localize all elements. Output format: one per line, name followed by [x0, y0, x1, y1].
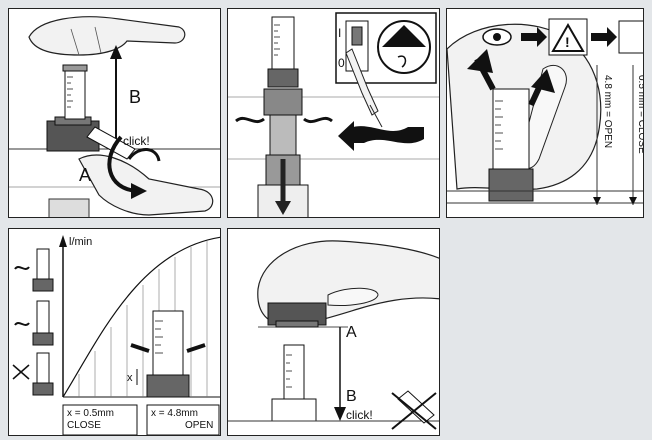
click-label: click!	[346, 408, 373, 422]
click-label: click!	[123, 134, 150, 148]
open-dimension-label: 4.8 mm = OPEN	[602, 75, 613, 148]
close-dimension-label: 0.5 mm = CLOSE	[636, 75, 644, 154]
gauge-stage-2	[15, 301, 53, 345]
close-box-state: CLOSE	[67, 421, 101, 431]
arrow-b-label: B	[129, 87, 141, 107]
svg-text:!: !	[565, 34, 570, 50]
panel-step-2-switch-off-flow: I 0	[227, 8, 440, 218]
panel-step-4-flow-curve: l/min x x = 0.5	[8, 228, 221, 436]
panel-step-3-check-stroke: ! 4.8 mm = OPEN 0.5 mm = CLOSE	[446, 8, 644, 218]
axis-unit-label: l/min	[69, 236, 92, 248]
position-b-label: B	[346, 388, 357, 405]
close-box-value: x = 0.5mm	[67, 409, 114, 419]
panel-step-5-refit-cap: A B click!	[227, 228, 440, 436]
switch-on-label: I	[338, 26, 341, 40]
open-box-state: OPEN	[185, 421, 213, 431]
position-a-label: A	[346, 324, 357, 341]
gauge-stage-1	[15, 249, 53, 291]
gauge-stage-3	[13, 353, 53, 395]
open-box-value: x = 4.8mm	[151, 409, 198, 419]
x-dimension-label: x	[127, 372, 133, 384]
panel-step-1-remove-cap: B A click!	[8, 8, 221, 218]
switch-off-label: 0	[338, 56, 345, 70]
arrow-a-label: A	[79, 165, 91, 185]
